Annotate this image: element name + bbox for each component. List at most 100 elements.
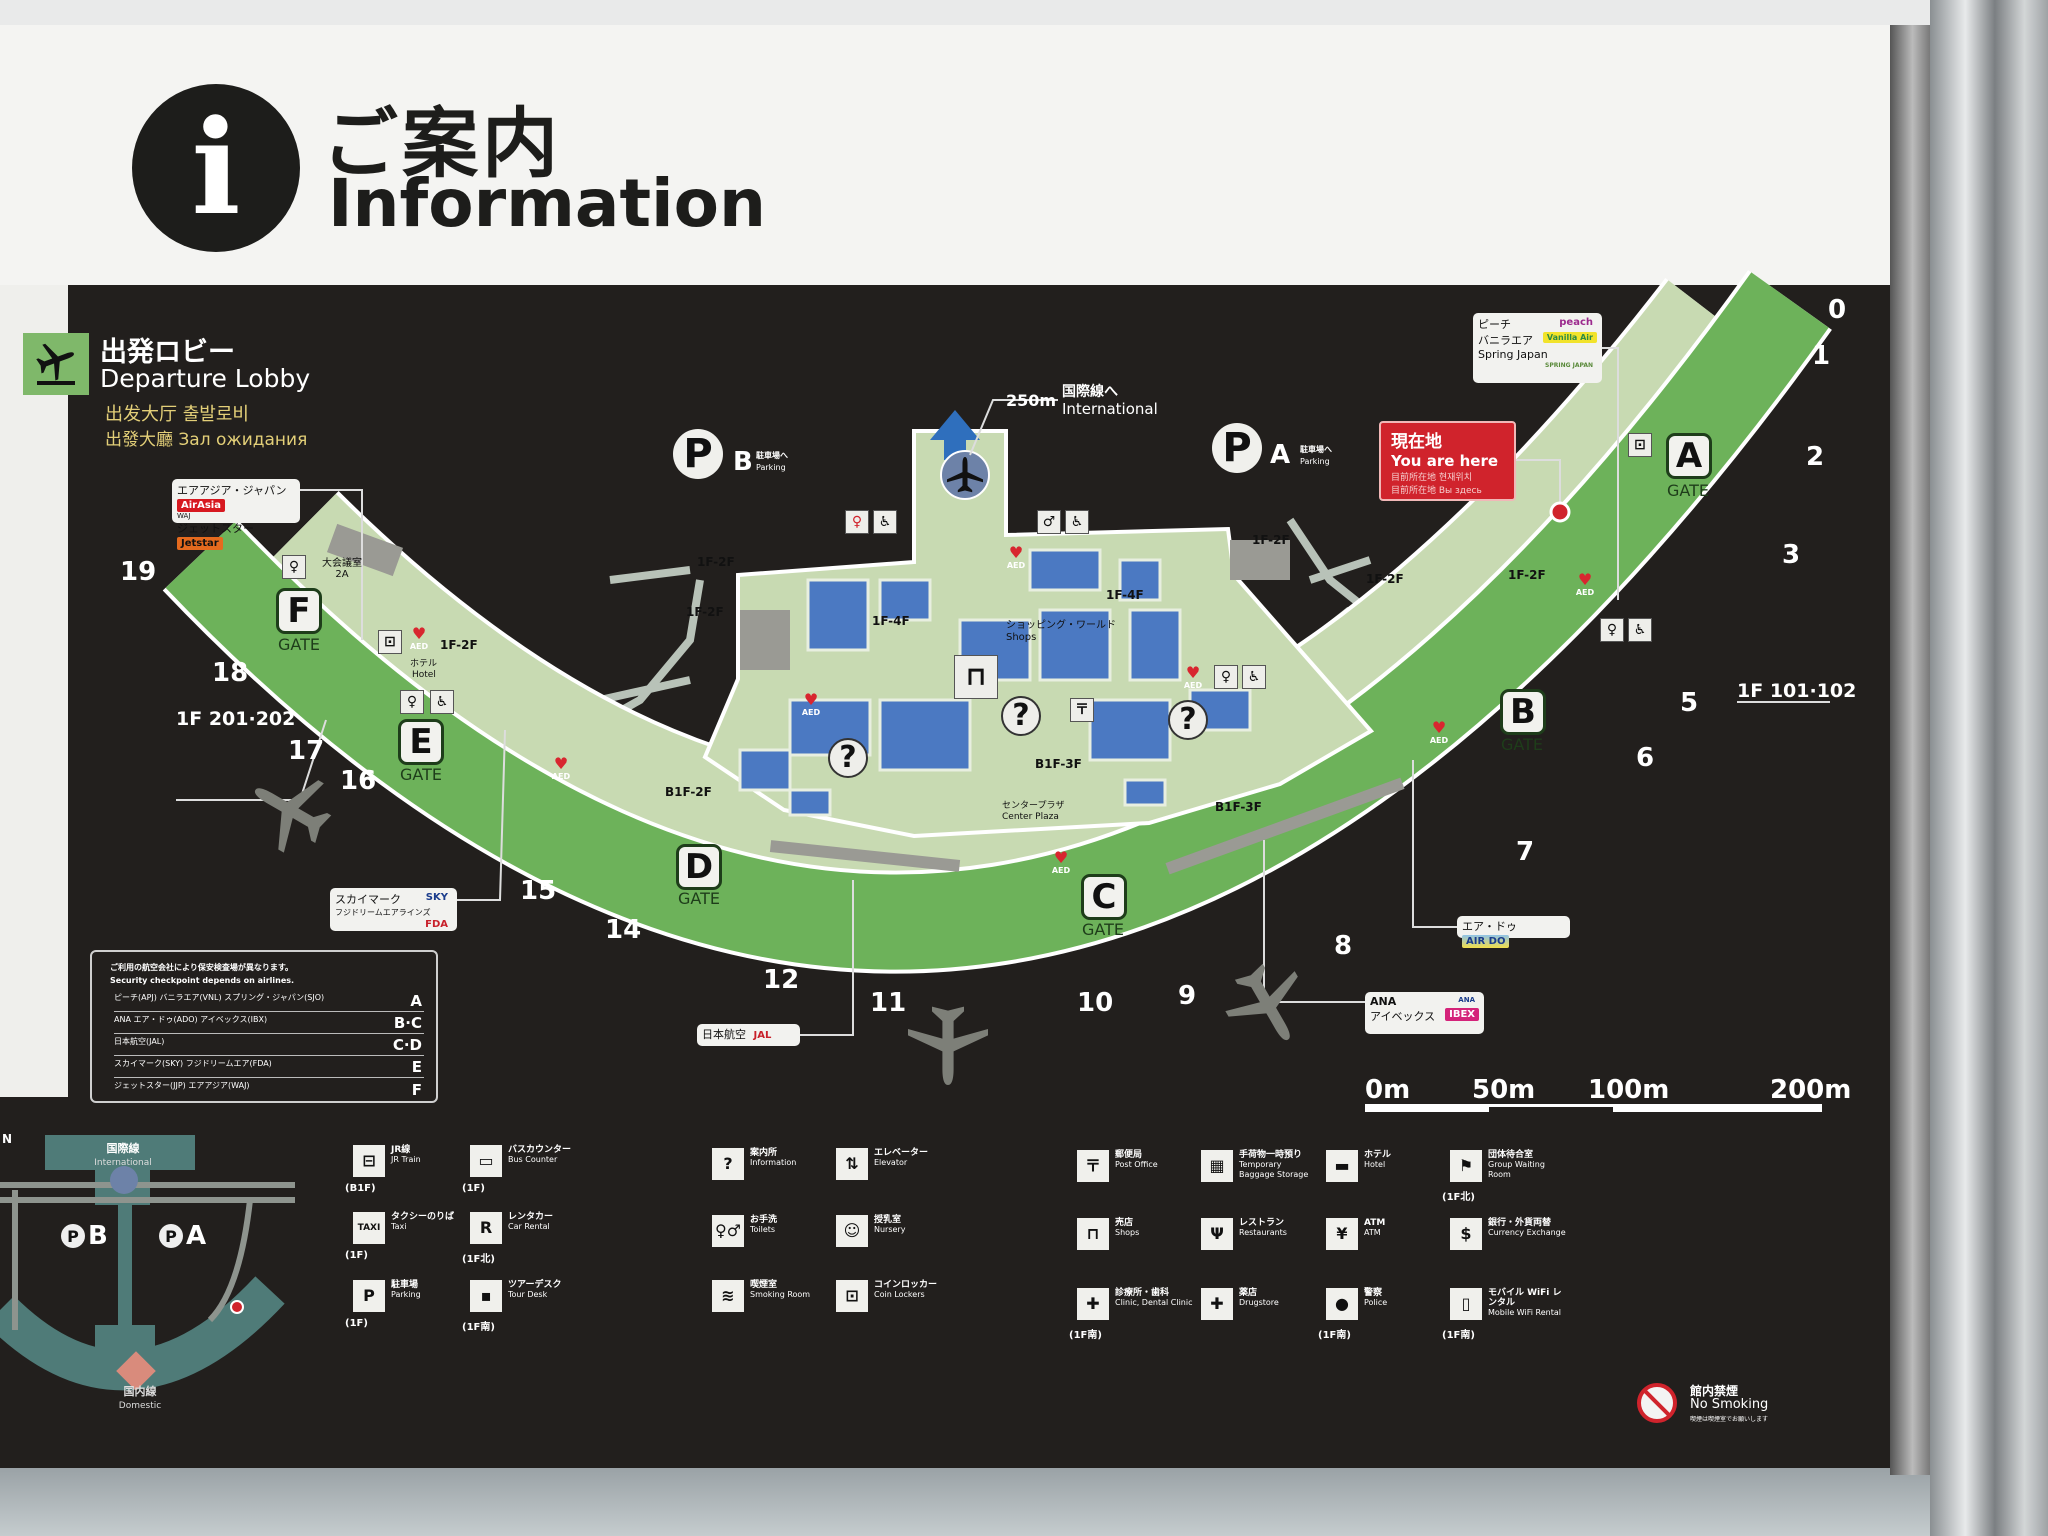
svg-text:P: P <box>67 1227 79 1246</box>
gate-number: 14 <box>605 915 641 945</box>
scale-bar: 0m 50m 100m 200m <box>1365 1075 1851 1112</box>
legend-label-en: Drugstore <box>1239 1298 1279 1307</box>
aed-icon: ♥AED <box>409 624 429 652</box>
legend-label-ja: 手荷物一時預り <box>1239 1150 1303 1160</box>
airline-name: エア・ドゥ <box>1462 920 1517 933</box>
svg-text:P: P <box>165 1227 177 1246</box>
elevator-floor-label: 1F-4F <box>1106 588 1144 602</box>
elevator-floor-label: B1F-3F <box>1035 757 1082 771</box>
shop-block <box>1123 778 1167 807</box>
airline-name: ジェットスター <box>177 522 254 535</box>
no-smoking-ja: 館内禁煙 <box>1690 1384 1739 1398</box>
aed-icon: ♥AED <box>551 754 571 782</box>
parking-a-ja: 駐車場へ <box>1300 445 1332 454</box>
spring-logo: SPRING JAPAN <box>1545 362 1593 369</box>
aed-icon: ♥AED <box>1051 848 1071 876</box>
gate-number: 12 <box>763 965 799 995</box>
you-are-here-ja: 現在地 <box>1391 432 1442 452</box>
minimap-international-en: International <box>94 1158 151 1168</box>
airline-name: フジドリームエアラインズ <box>335 908 431 917</box>
post-office-icon: 〒 <box>1070 698 1094 722</box>
legend-label-en: Shops <box>1115 1228 1140 1237</box>
lobby-title-tw-ru: 出發大廳 Зал ожидания <box>105 430 308 450</box>
gate-b-label: GATE <box>1501 735 1543 754</box>
legend-label-en: Information <box>750 1158 797 1167</box>
minimap-domestic-ja: 国内線 <box>124 1384 157 1398</box>
drugstore-icon: ✚ <box>1201 1288 1233 1320</box>
gate-area <box>165 272 1829 970</box>
legend-label-ja: 薬店 <box>1239 1288 1258 1298</box>
gate-c-label: GATE <box>1082 920 1124 939</box>
callout-ado: エア・ドゥ AIR DO <box>1457 916 1570 948</box>
shop-block <box>1128 608 1182 682</box>
shop-blocks <box>738 548 1252 817</box>
service-area <box>1165 777 1405 875</box>
legend-floor: (B1F) <box>345 1183 376 1194</box>
hotel-label-en: Hotel <box>412 670 436 680</box>
callout-sky-fda: スカイマーク SKY フジドリームエアラインズ FDA <box>330 888 457 931</box>
shop-block <box>806 578 870 652</box>
callout-jal: 日本航空 JAL <box>697 1024 800 1046</box>
fda-logo: FDA <box>425 919 448 930</box>
baggage-storage-icon: ▦ <box>1201 1150 1233 1182</box>
north-indicator: N <box>2 1132 12 1146</box>
gate-b-sign: B <box>1500 689 1546 735</box>
gate-number: 15 <box>520 876 556 906</box>
airline-name: Spring Japan <box>1478 348 1548 361</box>
legend-floor: (1F南) <box>1442 1330 1475 1341</box>
gate-e-sign: E <box>398 719 444 765</box>
wifi-rental-icon: ▯ <box>1450 1288 1482 1320</box>
elevator-floor-label: 1F-2F <box>440 638 478 652</box>
legend-label-en: Clinic, Dental Clinic <box>1115 1298 1193 1307</box>
gate-number: 3 <box>1782 540 1800 570</box>
information-icon: i <box>132 84 300 252</box>
international-distance: 250m <box>1006 391 1057 410</box>
airplane-icon <box>235 755 344 864</box>
jetstar-logo: Jetstar <box>177 537 223 550</box>
currency-exchange-icon: $ <box>1450 1218 1482 1250</box>
gate-numbers: 0 1 2 3 5 6 7 8 9 10 11 12 14 15 16 17 1… <box>120 295 1846 1018</box>
legend-label-ja: 診療所・歯科 <box>1115 1288 1170 1298</box>
parking-b-icon: P <box>673 429 723 479</box>
parking-b-ja: 駐車場へ <box>756 451 788 460</box>
toilet-icon: ♀♂ <box>712 1215 744 1247</box>
shops-label-en: Shops <box>1006 632 1037 643</box>
gate-e-label: GATE <box>400 765 442 784</box>
legend-floor: (1F北) <box>462 1254 495 1265</box>
elevator-floor-label: B1F-3F <box>1215 800 1262 814</box>
information-icon: ? <box>712 1148 744 1180</box>
hotel-label-ja: ホテル <box>410 659 438 669</box>
security-title-en: Security checkpoint depends on airlines. <box>110 976 295 985</box>
train-icon: ⊟ <box>353 1145 385 1177</box>
legend-label-en: Post Office <box>1115 1160 1158 1169</box>
information-icon[interactable]: ? <box>828 738 868 778</box>
aed-icon: ♥AED <box>1575 570 1595 598</box>
you-are-here-box: 現在地 You are here 目前所在地 현재위치 目前所在地 Вы зде… <box>1379 421 1516 501</box>
wheelchair-icon: ♿ <box>1065 510 1089 534</box>
information-icon[interactable]: ? <box>1001 696 1041 736</box>
center-plaza-en: Center Plaza <box>1002 812 1059 822</box>
you-are-here-marker-mini <box>230 1300 244 1314</box>
legend-floor: (1F南) <box>1069 1330 1102 1341</box>
service-area <box>740 610 790 670</box>
airasia-logo: AirAsia <box>177 499 225 512</box>
information-icon[interactable]: ? <box>1168 700 1208 740</box>
legend-label-ja: 警察 <box>1364 1288 1383 1298</box>
legend-floor: (1F) <box>462 1183 485 1194</box>
central-building <box>702 429 1375 839</box>
callout-apj-vnl-sjo: ピーチ peach バニラエア Vanilla Air Spring Japan… <box>1473 313 1602 383</box>
legend-label-ja: 駐車場 <box>391 1280 419 1290</box>
